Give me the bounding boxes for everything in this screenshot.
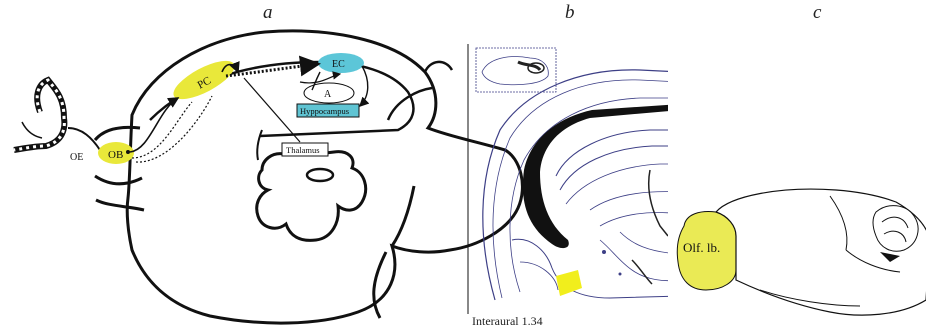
label-amygdala: A — [324, 89, 332, 100]
label-thalamus: Thalamus — [286, 145, 320, 155]
label-hippocampus: Hyppocampus — [300, 106, 349, 116]
white-matter-band — [523, 104, 680, 248]
label-ob: OB — [108, 149, 123, 161]
panel-b-caption: Interaural 1.34 — [472, 314, 543, 329]
label-ec: EC — [332, 59, 345, 70]
panel-a-diagram: OB OE PC EC A Hyppocampus Thalamus — [14, 31, 522, 323]
label-oe: OE — [70, 152, 83, 163]
label-olf-lb: Olf. lb. — [683, 240, 720, 255]
highlighted-region — [556, 270, 582, 296]
